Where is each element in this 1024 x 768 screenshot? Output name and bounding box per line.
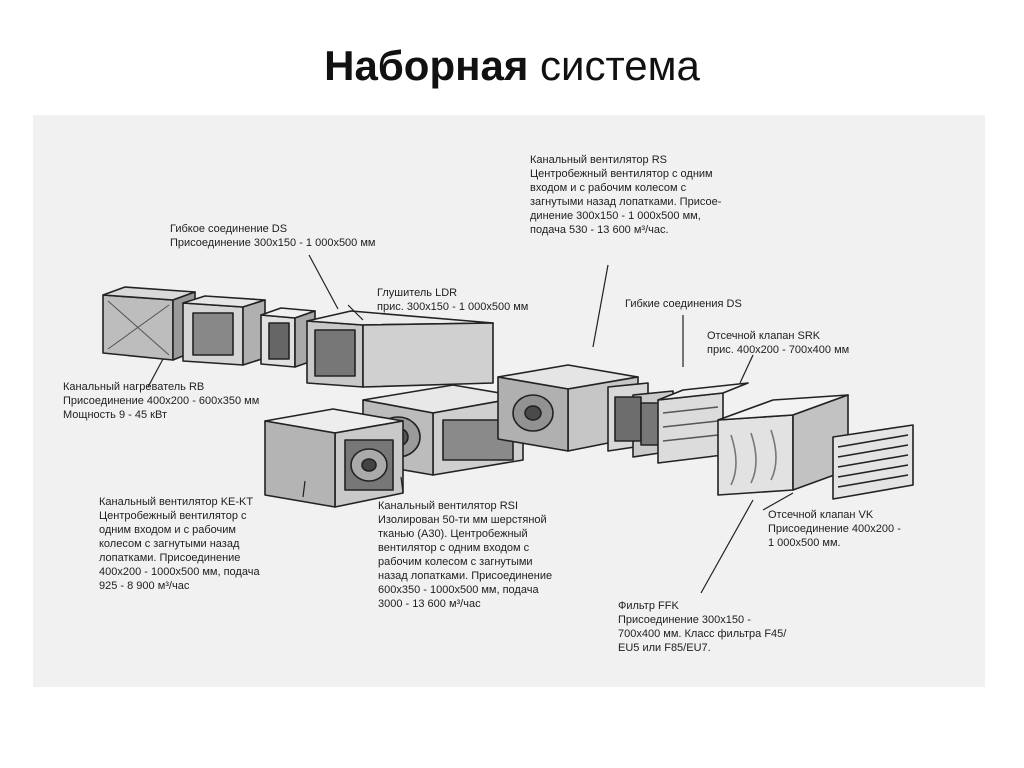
label-fan-rs: Канальный вентилятор RS Центробежный вен… [530, 154, 722, 236]
label-silencer-ldr: Глушитель LDR прис. 300х150 - 1 000х500 … [377, 287, 529, 313]
silencer-ldr [306, 310, 494, 388]
label-filter-ffk: Фильтр FFK Присоединение 300х150 - 700х4… [618, 600, 787, 654]
heater-rb [102, 286, 196, 361]
label-heater-rb: Канальный нагреватель RB Присоединение 4… [63, 381, 260, 421]
damper-srk [657, 382, 749, 464]
leader-ds-flex [308, 254, 339, 310]
label-fan-ke-kt: Канальный вентилятор KE-KT Центробежный … [99, 496, 260, 592]
slide-title-bold: Наборная [324, 42, 529, 89]
label-flex-connection-ds: Гибкое соединение DS Присоединение 300х1… [170, 223, 376, 249]
leader-lines [147, 254, 794, 594]
fan-ke-kt [264, 408, 404, 508]
filter-ffk [717, 394, 849, 496]
slide-title: Наборная система [0, 42, 1024, 90]
label-damper-vk: Отсечной клапан VK Присоединение 400х200… [768, 509, 901, 549]
leader-rs [592, 264, 609, 348]
label-damper-srk: Отсечной клапан SRK прис. 400х200 - 700х… [707, 330, 850, 356]
leader-ke-kt [302, 480, 306, 498]
leader-ffk [700, 499, 754, 594]
label-flex-connections-ds: Гибкие соединения DS [625, 298, 742, 310]
leader-rb [147, 358, 164, 388]
label-fan-rsi: Канальный вентилятор RSI Изолирован 50-т… [378, 500, 553, 610]
leader-rsi [400, 476, 404, 494]
damper-vk [832, 424, 914, 500]
leader-ldr [347, 304, 364, 321]
slide-title-normal: система [540, 42, 700, 89]
ventilation-system-diagram: Канальный вентилятор RS Центробежный вен… [33, 115, 985, 687]
diagram-drawing [102, 254, 914, 594]
flex-connection-ds-1 [182, 295, 266, 366]
leader-srk [739, 354, 754, 384]
leader-vk [762, 492, 794, 511]
